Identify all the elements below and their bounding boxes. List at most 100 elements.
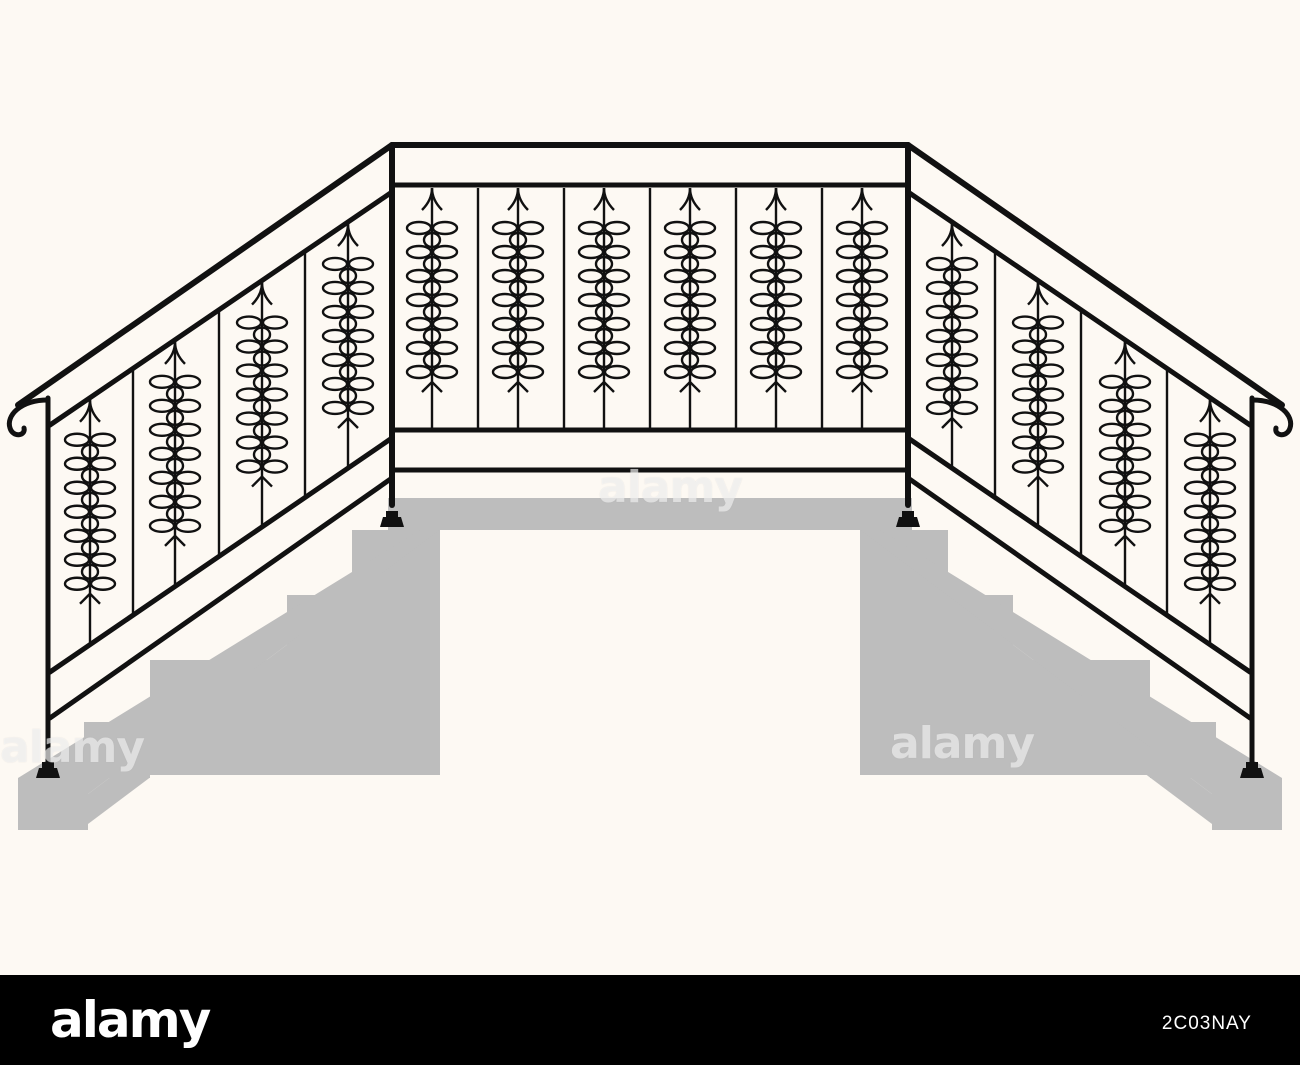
ornament-loop (491, 316, 519, 332)
ornament-ring (942, 363, 962, 381)
ornament-loop (63, 552, 91, 567)
ornament-loop (835, 364, 863, 380)
ornament-loop (491, 268, 519, 284)
ornament-ring (766, 279, 786, 297)
ornament-loop (517, 340, 545, 356)
top-landing (420, 498, 880, 530)
ornament-ring (1115, 457, 1135, 475)
ornament-loop (1124, 494, 1152, 510)
ornament-curl (851, 187, 873, 211)
ornament-ring (508, 303, 528, 321)
ornament-loop (174, 374, 202, 390)
ornament-tail (941, 416, 963, 429)
footer-logo: alamy (50, 991, 211, 1049)
ornament-loop (261, 387, 289, 402)
ornament-ring (680, 255, 700, 273)
ornament-tail (1027, 474, 1049, 488)
ornament-loop (749, 292, 777, 308)
left-step-2 (150, 660, 218, 722)
ornament-ring (1115, 481, 1135, 499)
ornament-loop (1183, 480, 1211, 495)
ornament-ring (680, 279, 700, 297)
ornament-loop (749, 316, 777, 332)
ornament-ring (680, 231, 700, 249)
ornament-loop (1209, 432, 1237, 447)
ornament-loop (861, 316, 889, 332)
ornament-tail (1199, 592, 1221, 605)
ornament-tail (593, 380, 615, 393)
ornament-loop (261, 459, 289, 474)
ornament-ring (942, 339, 962, 357)
ornament-ring (680, 351, 700, 369)
ornament-loop (148, 494, 176, 510)
ornament-loop (431, 220, 459, 236)
ornament-loop (1098, 398, 1126, 414)
ornament-loop (405, 220, 433, 236)
ornament-ring (1200, 515, 1220, 532)
center-baluster-3 (577, 187, 631, 428)
ornament-ring (338, 339, 358, 357)
ornament-curl (507, 187, 529, 211)
ornament-loop (1098, 446, 1126, 462)
ornament-loop (1037, 387, 1065, 402)
ornament-ring (852, 351, 872, 369)
ornament-ring (1115, 385, 1135, 403)
ornament-loop (1124, 518, 1152, 534)
ornament-loop (951, 328, 979, 344)
ornament-loop (174, 470, 202, 486)
ornament-loop (689, 316, 717, 332)
floor-clear (150, 530, 1150, 830)
right-foot-collar (1246, 762, 1258, 769)
ornament-ring (80, 539, 100, 556)
ornament-loop (347, 304, 375, 320)
ornament-loop (925, 280, 953, 296)
ornament-loop (63, 456, 91, 471)
ornament-ring (852, 255, 872, 273)
ornament-ring (508, 351, 528, 369)
ornament-loop (603, 220, 631, 236)
ornament-loop (321, 304, 349, 320)
ornament-ring (1200, 443, 1220, 460)
ornament-ring (1115, 505, 1135, 523)
ornament-tail (251, 474, 273, 488)
center-left-foot-collar (386, 511, 398, 518)
ornament-ring (252, 350, 272, 367)
ornament-loop (603, 364, 631, 380)
ornament-tail (421, 380, 443, 393)
ornament-loop (89, 528, 117, 543)
ornament-loop (517, 220, 545, 236)
ornament-loop (491, 220, 519, 236)
railing-illustration (6, 142, 1294, 830)
ornament-loop (405, 316, 433, 332)
ornament-ring (594, 351, 614, 369)
center-baluster-2 (491, 187, 545, 428)
ornament-loop (63, 528, 91, 543)
ornament-loop (1124, 374, 1152, 390)
ornament-loop (861, 340, 889, 356)
ornament-loop (517, 268, 545, 284)
ornament-ring (508, 255, 528, 273)
ornament-loop (861, 220, 889, 236)
ornament-loop (63, 576, 91, 591)
ornament-tail (851, 380, 873, 393)
ornament-loop (63, 432, 91, 447)
ornament-ring (1028, 422, 1048, 439)
ornament-tail (1114, 534, 1136, 547)
ornament-ring (766, 303, 786, 321)
ornament-ring (80, 563, 100, 580)
ornament-curl (1027, 282, 1049, 306)
ornament-loop (1124, 422, 1152, 438)
ornament-loop (347, 328, 375, 344)
ornament-loop (577, 340, 605, 356)
ornament-loop (63, 480, 91, 495)
ornament-loop (577, 244, 605, 260)
ornament-loop (261, 315, 289, 330)
ornament-curl (765, 187, 787, 211)
ornament-loop (1098, 518, 1126, 534)
ornament-loop (431, 244, 459, 260)
center-baluster-6 (835, 187, 889, 428)
ornament-loop (689, 220, 717, 236)
ornament-curl (421, 187, 443, 211)
left-staircase (18, 498, 1150, 830)
ornament-loop (925, 328, 953, 344)
